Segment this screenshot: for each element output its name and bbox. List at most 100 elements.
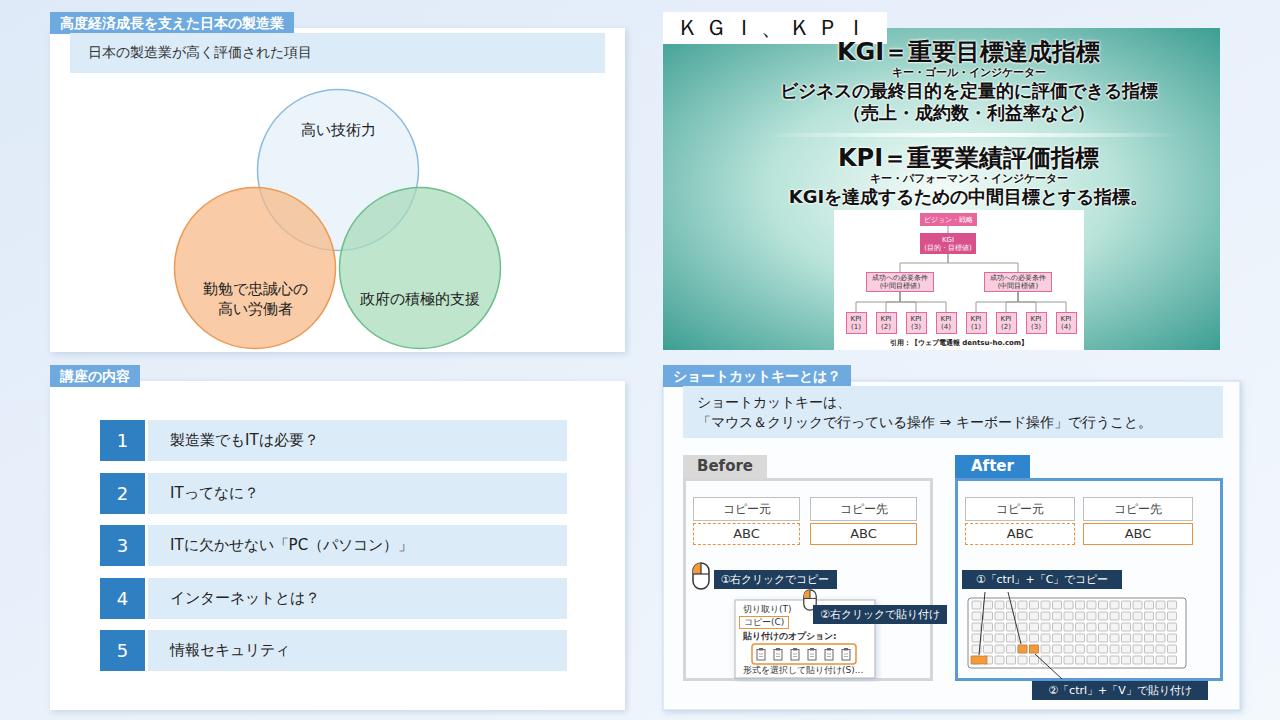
keyboard-key	[1156, 601, 1165, 609]
ctrl-key	[971, 656, 987, 664]
label-text: コピー(C)	[739, 616, 789, 629]
label-text: ABC	[1083, 523, 1193, 545]
label-text: KPI	[1031, 315, 1042, 323]
keyboard-key	[1030, 656, 1039, 664]
label-text: (4)	[1061, 323, 1071, 331]
keyboard-key	[1007, 645, 1016, 653]
keyboard-key	[1133, 612, 1142, 620]
keyboard-key	[1156, 623, 1165, 631]
keyboard-key	[1053, 656, 1062, 664]
figure-frame: 引用：【ウェブ電通報 dentsu-ho.com】ビジョン・戦略KGI(目的・目…	[834, 210, 1084, 350]
label-text: 政府の積極的支援	[360, 289, 480, 309]
keyboard-key	[1007, 623, 1016, 631]
keyboard-key	[1122, 623, 1131, 631]
keyboard-key	[1064, 634, 1073, 642]
keyboard-key	[1168, 634, 1177, 642]
keyboard-key	[1110, 634, 1119, 642]
keyboard-key	[1041, 634, 1050, 642]
keyboard-key	[1110, 601, 1119, 609]
label-text: KPI	[1061, 315, 1072, 323]
c-key	[1018, 645, 1027, 653]
keyboard-key	[1053, 601, 1062, 609]
keyboard-key	[1133, 634, 1142, 642]
label-text: 講座の内容	[50, 365, 140, 387]
keyboard-key	[1018, 645, 1027, 653]
tree-box: ビジョン・戦略	[920, 213, 977, 226]
label-text: 3	[117, 535, 128, 556]
label-text: コピー元	[965, 497, 1075, 521]
number-box: 2	[100, 473, 145, 514]
keyboard-key	[1168, 656, 1177, 664]
label-text: (中間目標値)	[998, 282, 1038, 290]
label-text: 5	[117, 640, 128, 661]
kpi-box: KPI(2)	[996, 312, 1017, 334]
slide-ground	[50, 381, 625, 710]
label-text: 高度経済成長を支えた日本の製造業	[50, 12, 294, 34]
keyboard-key	[1099, 623, 1108, 631]
keyboard-key	[1156, 612, 1165, 620]
before-frame	[685, 480, 932, 680]
keyboard-key	[972, 612, 981, 620]
keyboard-key	[984, 645, 993, 653]
keyboard-key	[1156, 634, 1165, 642]
keyboard-key	[1110, 623, 1119, 631]
keyboard-key	[1087, 645, 1096, 653]
keyboard-key	[1145, 601, 1154, 609]
keyboard-key	[1041, 645, 1050, 653]
glow-divider	[760, 133, 1180, 137]
keyboard-key	[1156, 656, 1165, 664]
label-text: KPI	[881, 315, 892, 323]
keyboard-key	[1030, 623, 1039, 631]
keyboard-key	[984, 623, 993, 631]
keyboard-key	[1087, 634, 1096, 642]
intro-band: ショートカットキーは、「マウス＆クリックで行っている操作 ⇒ キーボード操作」で…	[683, 386, 1223, 438]
keyboard-key	[1041, 601, 1050, 609]
slide-ground	[663, 381, 1240, 710]
mouse-icon	[693, 563, 709, 589]
keyboard-key	[1007, 634, 1016, 642]
keyboard-key	[995, 634, 1004, 642]
keyboard-key	[1076, 612, 1085, 620]
keyboard-key	[1133, 623, 1142, 631]
label-text: 勤勉で忠誠心の 高い労働者	[194, 279, 316, 319]
tree-connector	[948, 254, 1018, 272]
label-text: (1)	[971, 323, 981, 331]
kpi-box: KPI(3)	[906, 312, 927, 334]
keyboard-key	[1145, 612, 1154, 620]
label-text: ABC	[693, 523, 800, 545]
venn-circle: 政府の積極的支援	[338, 186, 502, 350]
label-text: 切り取り(T)	[735, 603, 800, 615]
label-text: ②「ctrl」+「V」で貼り付け	[1048, 684, 1192, 698]
paste-icons	[757, 648, 850, 660]
kpi-box: KPI(4)	[936, 312, 957, 334]
slide-panel: ＫＧＩ、ＫＰＩKGI＝重要目標達成指標キー・ゴール・インジケータービジネスの最終…	[663, 12, 1220, 350]
keyboard-key	[1110, 656, 1119, 664]
number-box: 5	[100, 630, 145, 671]
label-text: （売上・成約数・利益率など）	[843, 102, 1095, 124]
label-text: 4	[117, 588, 128, 609]
label-text: キー・パフォーマンス・インジケーター	[870, 172, 1068, 186]
venn-circle: 勤勉で忠誠心の 高い労働者	[173, 186, 337, 350]
keyboard-key	[1007, 656, 1016, 664]
callout-label: ②右クリックで貼り付け	[813, 605, 947, 624]
keyboard-key	[1064, 645, 1073, 653]
copy-cell: コピー元ABC	[965, 497, 1075, 545]
callout-label: ①「ctrl」+「C」でコピー	[962, 570, 1122, 589]
item-band: ITに欠かせない「PC（パソコン）」	[148, 525, 567, 566]
v-key	[1030, 645, 1039, 653]
keyboard-key	[972, 623, 981, 631]
number-box: 3	[100, 525, 145, 566]
keyboard-key	[1168, 612, 1177, 620]
keyboard-key	[984, 634, 993, 642]
keyboard-key	[1064, 612, 1073, 620]
keyboard-key	[1064, 601, 1073, 609]
tree-connector	[886, 292, 900, 312]
label-text: KGIを達成するための中間目標とする指標。	[789, 186, 1148, 208]
label-text: (2)	[1001, 323, 1011, 331]
slide-panel: 高度経済成長を支えた日本の製造業日本の製造業が高く評価された項目高い技術力勤勉で…	[50, 12, 625, 352]
label-text: ビジョン・戦略	[924, 216, 973, 224]
keyboard-body	[968, 598, 1186, 668]
keyboard-key	[1087, 601, 1096, 609]
copy-cell: コピー元ABC	[693, 497, 800, 545]
